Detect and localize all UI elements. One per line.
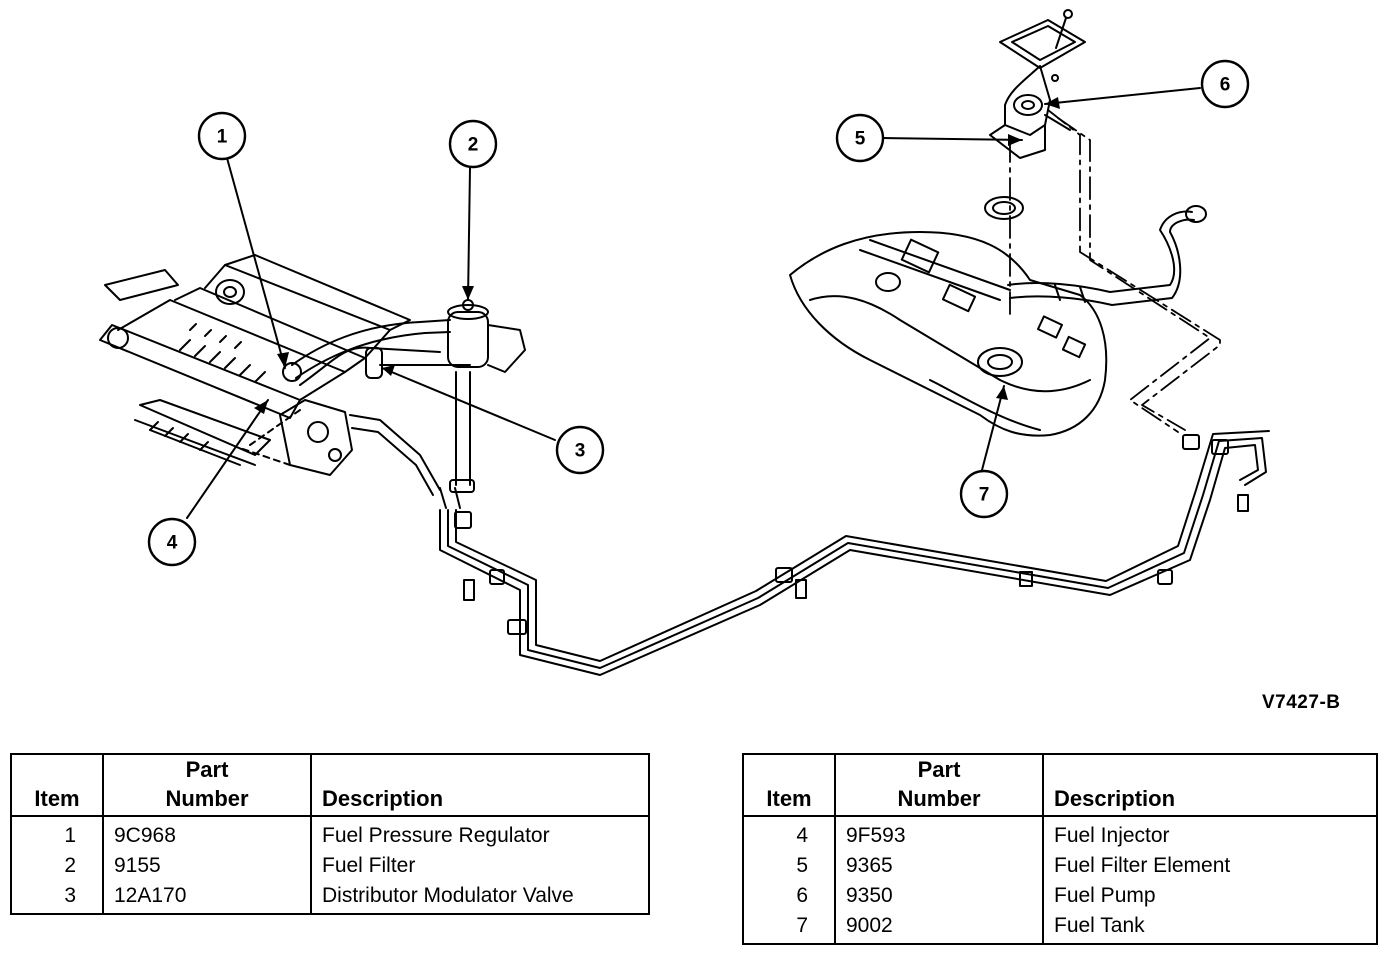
callout-1-label: 1 — [217, 127, 228, 148]
fuel-pump-assembly-drawing — [989, 9, 1086, 159]
underbody-fuel-lines — [439, 430, 1270, 676]
callout-2-label: 2 — [468, 135, 479, 156]
part-number: 9C968 — [103, 816, 312, 851]
callout-6: 6 — [1200, 59, 1250, 109]
callout-7-label: 7 — [979, 485, 990, 506]
assembly-guide-lines — [1009, 109, 1221, 433]
table-row: 1 9C968 Fuel Pressure Regulator — [11, 816, 649, 851]
header-part-number: Part Number — [103, 754, 312, 817]
part-description: Distributor Modulator Valve — [322, 884, 574, 907]
item-number: 2 — [11, 851, 104, 881]
callout-5: 5 — [835, 113, 885, 163]
part-number: 9155 — [103, 851, 312, 881]
callout-3: 3 — [555, 425, 605, 475]
item-number: 1 — [11, 816, 104, 851]
item-number: 5 — [743, 851, 836, 881]
figure-reference-code: V7427-B — [1262, 692, 1341, 713]
header-part-line1: Part — [185, 757, 229, 782]
part-description: Fuel Tank — [1054, 914, 1145, 937]
parts-table-right: Item Part Number Description 4 9F593 Fue… — [742, 753, 1378, 945]
part-number: 9002 — [835, 911, 1044, 944]
part-description: Fuel Filter — [322, 854, 416, 877]
table-row: 3 12A170 Distributor Modulator Valve — [11, 881, 649, 914]
part-number: 9F593 — [835, 816, 1044, 851]
parts-table-left: Item Part Number Description 1 9C968 Fue… — [10, 753, 650, 915]
engine-fuel-lines — [291, 319, 471, 496]
callout-5-label: 5 — [855, 129, 866, 150]
header-part-line2: Number — [897, 786, 981, 811]
table-header-row: Item Part Number Description — [743, 754, 1377, 817]
callout-6-label: 6 — [1220, 75, 1231, 96]
header-item: Item — [11, 754, 104, 817]
part-description: Fuel Filter Element — [1054, 854, 1231, 877]
item-number: 6 — [743, 881, 836, 911]
callout-7: 7 — [959, 469, 1009, 519]
table-row: 6 9350 Fuel Pump — [743, 881, 1377, 911]
header-description: Description — [1043, 754, 1377, 817]
item-number: 7 — [743, 911, 836, 944]
part-description: Fuel Pump — [1054, 884, 1156, 907]
table-row: 2 9155 Fuel Filter — [11, 851, 649, 881]
callout-4-label: 4 — [167, 533, 178, 554]
header-part-line2: Number — [165, 786, 249, 811]
leader-arrowheads — [254, 97, 1060, 414]
callout-3-label: 3 — [575, 441, 586, 462]
callout-4: 4 — [147, 517, 197, 567]
callout-2: 2 — [448, 119, 498, 169]
callout-leader-lines — [186, 87, 1201, 519]
header-description: Description — [311, 754, 649, 817]
table-header-row: Item Part Number Description — [11, 754, 649, 817]
part-number: 12A170 — [103, 881, 312, 914]
header-item: Item — [743, 754, 836, 817]
seal-ring-drawing — [984, 196, 1024, 220]
fuel-tank-drawing — [789, 205, 1207, 437]
fuel-filter-drawing — [447, 299, 526, 493]
part-description: Fuel Pressure Regulator — [322, 824, 550, 847]
table-row: 4 9F593 Fuel Injector — [743, 816, 1377, 851]
table-row: 5 9365 Fuel Filter Element — [743, 851, 1377, 881]
engine-rail-assembly — [99, 254, 411, 466]
table-row: 7 9002 Fuel Tank — [743, 911, 1377, 944]
part-number: 9350 — [835, 881, 1044, 911]
callout-1: 1 — [197, 111, 247, 161]
item-number: 4 — [743, 816, 836, 851]
header-part-number: Part Number — [835, 754, 1044, 817]
part-description: Fuel Injector — [1054, 824, 1170, 847]
part-number: 9365 — [835, 851, 1044, 881]
item-number: 3 — [11, 881, 104, 914]
pressure-regulator-drawing — [239, 362, 353, 476]
fuel-system-diagram: 1 2 3 4 5 6 7 — [99, 9, 1270, 676]
header-part-line1: Part — [917, 757, 961, 782]
